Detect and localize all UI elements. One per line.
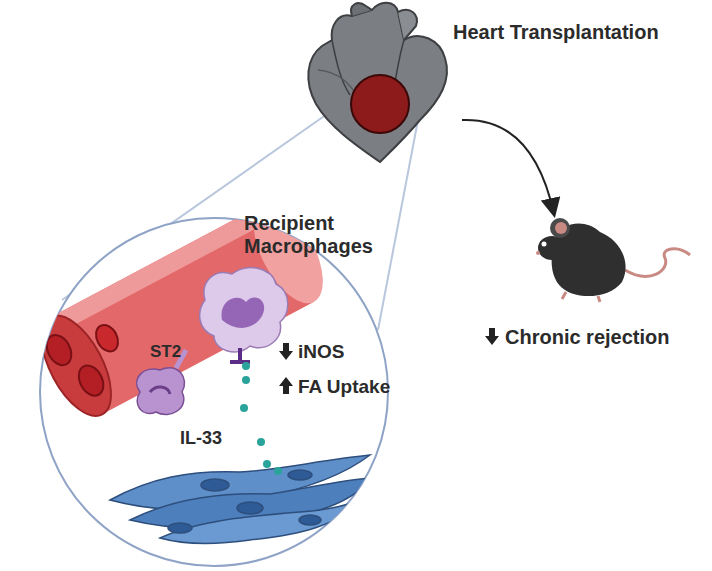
cytokine-label: IL-33 [180,428,222,449]
macrophage [200,268,288,370]
mouse-icon [536,218,690,302]
fibroblasts [110,455,372,544]
receptor-label: ST2 [150,342,181,362]
marker-label: iNOS [298,341,344,363]
heart-icon [308,3,447,162]
marker-label: FA Uptake [298,376,390,398]
outcome-label: Chronic rejection [505,326,669,349]
cell-label: Recipient Macrophages [244,212,394,258]
title-label: Heart Transplantation [453,21,659,44]
il33-dots [240,376,282,475]
